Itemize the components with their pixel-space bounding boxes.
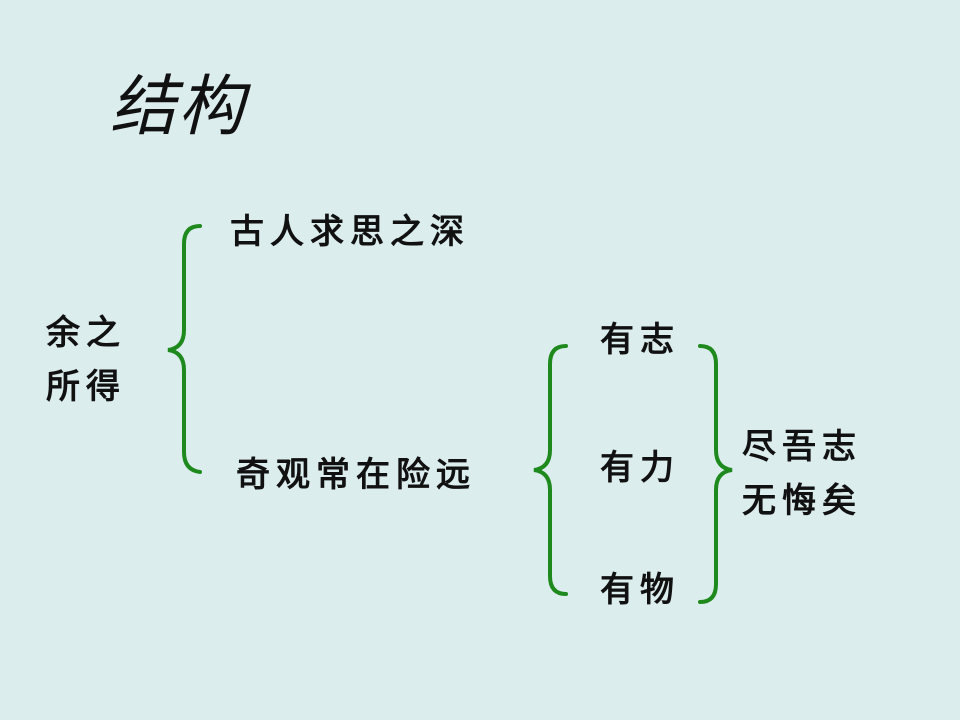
left-brace: [167, 224, 202, 474]
slide-title: 结构: [110, 68, 246, 145]
right-brace: [698, 344, 733, 604]
conclusion-node: 尽吾志 无悔矣: [742, 420, 862, 528]
sub-item-3: 有物: [600, 570, 680, 610]
root-line-2: 所得: [46, 367, 126, 407]
sub-item-1: 有志: [600, 320, 680, 360]
conclusion-line-1: 尽吾志: [742, 427, 862, 467]
root-line-1: 余之: [46, 313, 126, 353]
sub-item-2: 有力: [600, 448, 680, 488]
middle-brace: [533, 344, 568, 596]
branch-node-1: 古人求思之深: [230, 212, 470, 252]
root-node: 余之 所得: [46, 306, 126, 414]
conclusion-line-2: 无悔矣: [742, 481, 862, 521]
branch-node-2: 奇观常在险远: [236, 455, 476, 495]
